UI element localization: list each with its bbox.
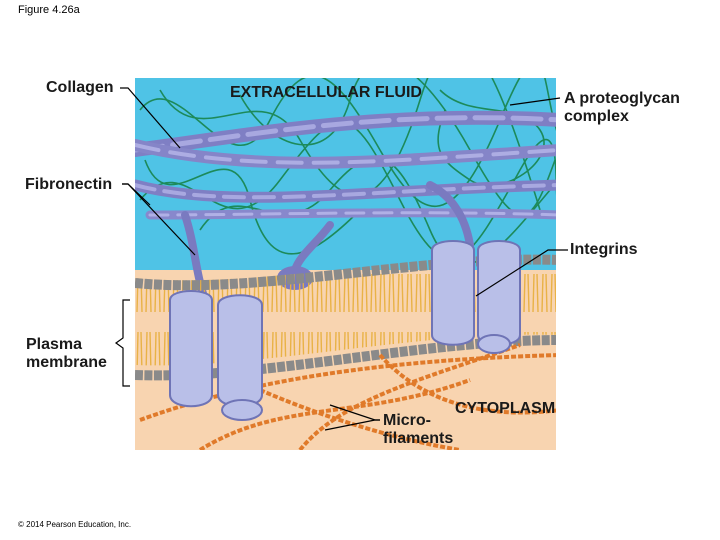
fibronectin-label: Fibronectin	[25, 176, 113, 193]
figure-caption: Figure 4.26a	[18, 4, 80, 16]
membrane-bracket	[114, 299, 130, 387]
microfilaments-label-line2: filaments	[383, 430, 454, 447]
integrin-left	[169, 290, 263, 421]
extracellular-fluid-label: EXTRACELLULAR FLUID	[230, 84, 422, 101]
proteoglycan-label-line2: complex	[564, 108, 629, 125]
microfilaments-label: Micro- filaments	[383, 412, 453, 448]
microfilaments	[139, 343, 556, 450]
collagen-fibers	[135, 110, 556, 220]
collagen-label: Collagen	[46, 79, 114, 96]
integrins-label: Integrins	[570, 241, 638, 258]
integrin-right	[431, 240, 521, 354]
plasma-membrane-label-line2: membrane	[26, 354, 107, 371]
copyright-notice: © 2014 Pearson Education, Inc.	[18, 520, 132, 529]
proteoglycan-label: A proteoglycan complex	[564, 90, 680, 126]
microfilaments-label-line1: Micro-	[383, 412, 431, 429]
plasma-membrane-label: Plasma membrane	[26, 336, 107, 372]
proteoglycan-label-line1: A proteoglycan	[564, 90, 680, 107]
plasma-membrane-label-line1: Plasma	[26, 336, 83, 353]
leader-lines	[120, 87, 568, 431]
cytoplasm-label: CYTOPLASM	[455, 400, 556, 417]
